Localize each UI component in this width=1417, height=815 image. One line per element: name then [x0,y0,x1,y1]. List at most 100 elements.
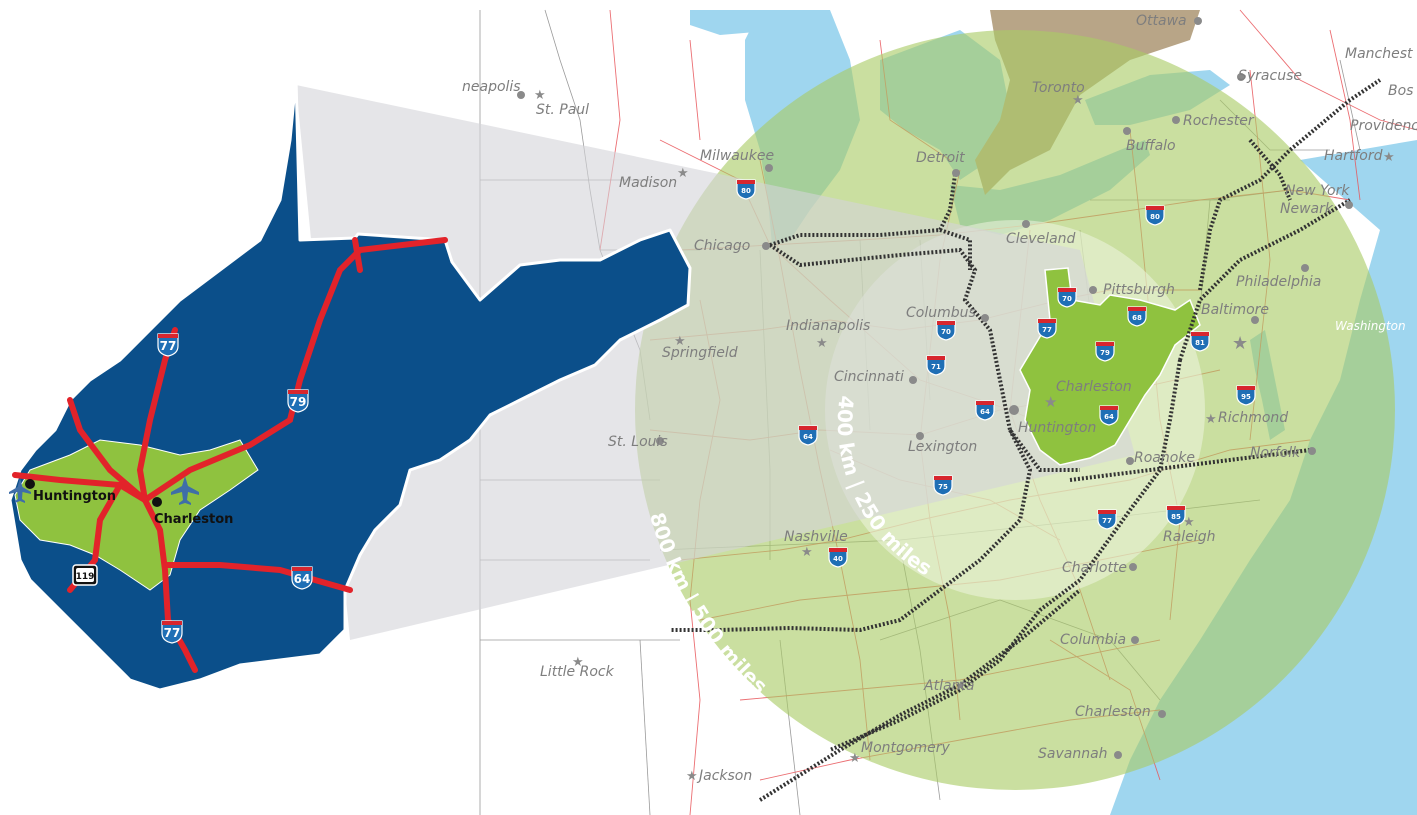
city-label: neapolis [462,79,521,95]
interstate-shield-icon: 70 [936,320,956,341]
city-label: Huntington [1018,420,1096,436]
interstate-shield-icon: 64 [291,566,313,590]
svg-text:64: 64 [294,572,311,586]
city-label: Madison [619,175,677,191]
city-label: Lexington [908,439,977,455]
city-label: Toronto [1032,80,1085,96]
rail-lines [670,78,1382,802]
city-label: Charlotte [1062,560,1127,576]
interstate-shield-icon: 85 [1166,505,1186,526]
interstate-shield-icon: 77 [161,620,183,644]
city-label: Raleigh [1163,529,1215,545]
svg-text:80: 80 [741,187,751,195]
city-label: Providenc [1350,118,1417,134]
atlantic-ocean [1110,140,1417,815]
city-label: Philadelphia [1236,274,1321,290]
city-label: Bos [1388,83,1413,99]
city-label: Richmond [1218,410,1288,426]
interstate-shield-icon: 75 [933,475,953,496]
city-label: Manchest [1345,46,1413,62]
svg-text:64: 64 [803,433,813,441]
city-label: Charleston [1075,704,1151,720]
interstate-shield-icon: 79 [287,389,309,413]
svg-text:71: 71 [931,363,941,371]
interstate-shield-icon: 64 [798,425,818,446]
city-label: Newark [1280,201,1334,217]
svg-text:81: 81 [1195,339,1205,347]
svg-text:★: ★ [849,750,861,765]
city-label: Chicago [694,238,750,254]
city-label: Columbus [906,305,976,321]
wv-inset-highways [12,237,448,673]
svg-text:79: 79 [290,395,307,409]
svg-text:★: ★ [801,544,813,559]
svg-text:★: ★ [677,165,689,180]
interstate-shield-icon: 77 [1037,318,1057,339]
interstate-shield-icon: 64 [1099,405,1119,426]
svg-text:★: ★ [1183,514,1195,529]
svg-text:80: 80 [1150,213,1160,221]
city-label: Jackson [696,768,752,784]
us-route-shield-icon: 119 [72,564,98,586]
svg-text:77: 77 [164,626,181,640]
interstate-shields-main: 80 80 70 68 70 77 79 [736,179,1256,568]
city-label: Roanoke [1134,450,1195,466]
inset-markers [25,479,162,507]
city-label: Cincinnati [834,369,904,385]
city-label: Norfolk [1250,445,1301,461]
svg-text:★: ★ [955,678,967,693]
interstate-shield-icon: 81 [1190,331,1210,352]
svg-text:85: 85 [1171,513,1181,521]
interstate-shield-icon: 80 [1145,205,1165,226]
svg-text:70: 70 [1062,295,1072,303]
interstate-shield-icon: 80 [736,179,756,200]
city-label: St. Paul [536,102,589,118]
city-label: Charleston [1056,379,1132,395]
interstate-shield-icon: 68 [1127,306,1147,327]
city-labels: neapolis St. Paul Milwaukee Madison Chic… [462,13,1417,784]
city-label: Savannah [1038,746,1108,762]
svg-text:★: ★ [1072,92,1084,107]
capital-star: ★ [534,87,546,102]
interstate-shield-icon: 77 [1097,509,1117,530]
svg-text:★: ★ [674,333,686,348]
svg-text:★: ★ [1044,394,1057,411]
city-label: New York [1285,183,1350,199]
interstate-shield-icon: 79 [1095,341,1115,362]
wv-inset: Huntington Charleston 77 79 64 77 [8,76,692,692]
city-label: Little Rock [540,664,615,680]
city-label: Columbia [1060,632,1126,648]
wv-state-main [1019,267,1201,466]
inset-city-label: Huntington [33,489,116,504]
interstate-shield-icon: 95 [1236,385,1256,406]
svg-text:79: 79 [1100,349,1110,357]
svg-text:★: ★ [686,768,698,783]
svg-text:40: 40 [833,555,843,563]
svg-text:75: 75 [938,483,948,491]
city-label: Washington [1335,319,1406,333]
city-label: Springfield [662,345,738,361]
svg-text:★: ★ [572,654,584,669]
svg-text:★: ★ [1383,149,1395,164]
city-label: St. Louis [608,434,668,450]
city-label: Detroit [916,150,965,166]
city-label: Indianapolis [786,318,870,334]
city-label: Atlanta [923,678,974,694]
svg-text:119: 119 [76,572,95,582]
svg-text:★: ★ [1205,411,1217,426]
city-label: Buffalo [1126,138,1176,154]
svg-text:95: 95 [1241,393,1251,401]
interstate-shield-icon: 71 [926,355,946,376]
airplane-icon [9,478,31,503]
svg-text:70: 70 [941,328,951,336]
city-label: Rochester [1183,113,1255,129]
city-label: Ottawa [1136,13,1187,29]
svg-text:77: 77 [1042,326,1052,334]
city-label: Milwaukee [700,148,774,164]
lake-superior [690,10,790,35]
city-label: Montgomery [861,740,950,756]
svg-text:77: 77 [160,339,177,353]
inset-city-label: Charleston [154,512,233,527]
